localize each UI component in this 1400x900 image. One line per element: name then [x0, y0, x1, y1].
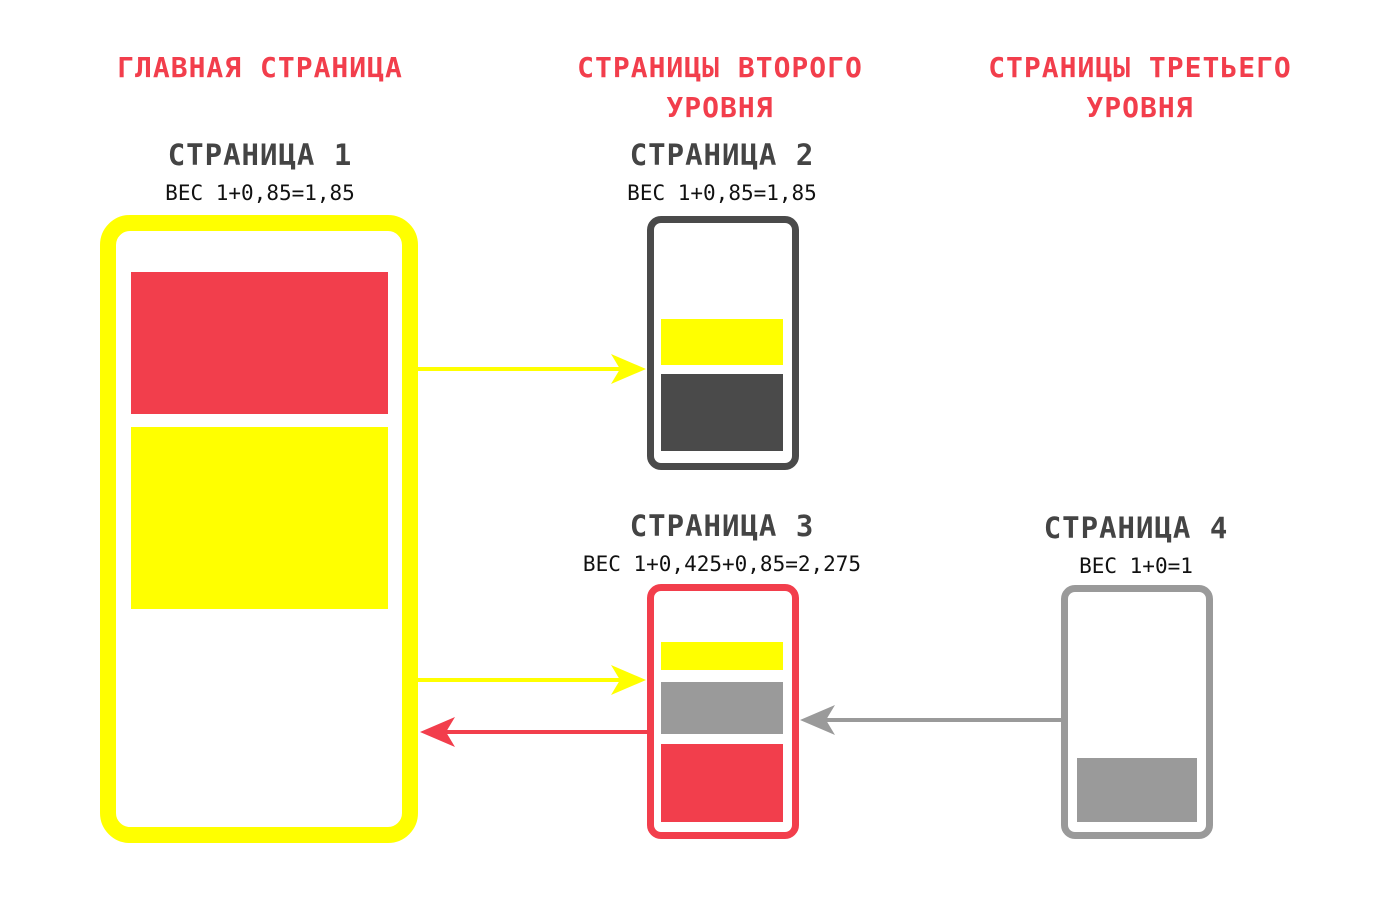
column-title-second-level-line2: УРОВНЯ	[666, 91, 774, 124]
page3-weight: ВЕС 1+0,425+0,85=2,275	[582, 552, 862, 576]
page4-frame	[1061, 585, 1213, 839]
page4-gray-block	[1077, 758, 1197, 822]
page1-red-block	[131, 272, 388, 414]
page2-yellow-block	[661, 319, 783, 365]
column-title-third-level-line1: СТРАНИЦЫ ТРЕТЬЕГО	[988, 51, 1292, 84]
page1-yellow-block	[131, 427, 388, 609]
page1-weight: ВЕС 1+0,85=1,85	[165, 181, 355, 205]
column-title-main: ГЛАВНАЯ СТРАНИЦА	[117, 51, 403, 84]
page1-frame	[100, 215, 418, 843]
arrow-page1-to-page3	[418, 665, 646, 695]
page3-gray-block	[661, 682, 783, 734]
page2-dark-block	[661, 374, 783, 451]
column-title-second-level-line1: СТРАНИЦЫ ВТОРОГО	[577, 51, 863, 84]
page1-title: СТРАНИЦА 1	[167, 138, 353, 172]
page3-frame	[647, 584, 799, 839]
page3-red-block	[661, 744, 783, 822]
column-title-third-level: СТРАНИЦЫ ТРЕТЬЕГО УРОВНЯ	[940, 48, 1340, 128]
page2-weight: ВЕС 1+0,85=1,85	[627, 181, 817, 205]
page2-title: СТРАНИЦА 2	[629, 138, 815, 172]
column-title-third-level-line2: УРОВНЯ	[1086, 91, 1194, 124]
page2-frame	[647, 216, 799, 470]
arrow-page1-to-page2	[418, 354, 646, 384]
page4-title: СТРАНИЦА 4	[1043, 511, 1229, 545]
page3-yellow-block	[661, 642, 783, 670]
page3-title: СТРАНИЦА 3	[629, 509, 815, 543]
arrow-page3-to-page1	[420, 717, 647, 747]
column-title-second-level: СТРАНИЦЫ ВТОРОГО УРОВНЯ	[520, 48, 920, 128]
arrow-page4-to-page3	[800, 705, 1061, 735]
page4-weight: ВЕС 1+0=1	[1079, 554, 1193, 578]
